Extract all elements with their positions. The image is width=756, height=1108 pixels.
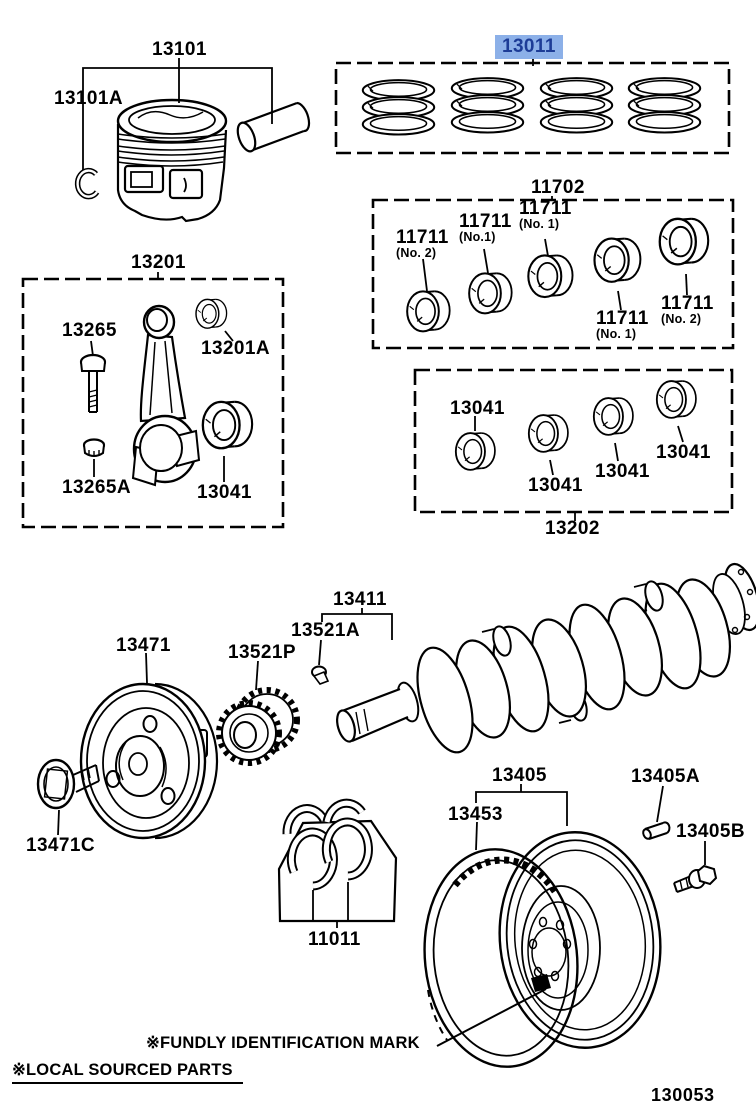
part-label-11711-no2-left: 11711 (No. 2)	[396, 228, 449, 260]
box-13201-connecting-rod	[21, 277, 285, 529]
part-label-13405B: 13405B	[676, 821, 745, 842]
part-label-13202: 13202	[545, 518, 600, 539]
part-number-suffix: (No. 1)	[596, 327, 637, 342]
local-sourced-parts-note: ※LOCAL SOURCED PARTS	[12, 1060, 243, 1084]
box-11702-main-bearings	[371, 198, 735, 350]
part-label-13453: 13453	[448, 804, 503, 825]
part-label-13471C: 13471C	[26, 835, 95, 856]
part-label-13101A: 13101A	[54, 88, 123, 109]
flywheel-bolt-drawing	[673, 864, 718, 893]
thrust-washer-drawing	[277, 798, 398, 923]
part-label-13041-1: 13041	[450, 398, 505, 419]
part-label-13011-highlighted[interactable]: 13011	[495, 35, 563, 60]
woodruff-key-drawing	[311, 665, 330, 685]
pulley-drawing	[79, 682, 219, 840]
part-label-13201A: 13201A	[201, 338, 270, 359]
pulley-bolt-drawing	[36, 758, 100, 810]
connecting-rod-drawing	[131, 304, 201, 487]
piston-drawing	[116, 98, 228, 223]
part-label-13041-rod: 13041	[197, 482, 252, 503]
foundry-mark-note: ※FUNDLY IDENTIFICATION MARK	[146, 1034, 420, 1052]
part-label-13041-3: 13041	[595, 461, 650, 482]
piston-ring-sets-drawing	[361, 76, 702, 136]
part-label-11711-no1-c: 11711 (No. 1)	[596, 309, 649, 341]
part-number-suffix: (No. 2)	[661, 312, 702, 327]
dowel-pin-drawing	[642, 821, 671, 840]
part-label-11711-no1-b: 11711 (No. 1)	[519, 199, 572, 231]
part-label-13471: 13471	[116, 635, 171, 656]
leader-lines	[57, 58, 706, 1047]
rod-bushing-drawing	[195, 298, 228, 329]
part-label-13201: 13201	[131, 252, 186, 273]
ring-gear-drawing	[423, 848, 579, 1068]
sprocket-drawing	[216, 687, 300, 766]
crankshaft-drawing	[336, 562, 756, 754]
part-label-13265A: 13265A	[62, 477, 131, 498]
flywheel-drawing	[498, 831, 662, 1049]
rod-nut-drawing	[82, 438, 106, 457]
part-number: 11711	[459, 211, 512, 232]
part-label-13521A: 13521A	[291, 620, 360, 641]
part-label-13101: 13101	[152, 39, 207, 60]
rod-bearing-single-drawing	[201, 400, 254, 450]
part-label-13405A: 13405A	[631, 766, 700, 787]
part-number: 11711	[596, 308, 649, 329]
part-label-13041-2: 13041	[528, 475, 583, 496]
part-label-11711-no2-right: 11711 (No. 2)	[661, 294, 714, 326]
part-label-13041-4: 13041	[656, 442, 711, 463]
part-label-11711-no1-a: 11711 (No.1)	[459, 212, 512, 244]
diagram-number: 130053	[651, 1085, 715, 1105]
part-label-13521P: 13521P	[228, 642, 296, 663]
part-label-11702: 11702	[531, 177, 585, 198]
part-number: 11711	[396, 227, 449, 248]
part-label-13411: 13411	[333, 589, 387, 610]
part-number-suffix: (No. 2)	[396, 246, 437, 261]
rod-bolt-drawing	[79, 353, 107, 413]
part-number: 11711	[661, 293, 714, 314]
part-label-13265: 13265	[62, 320, 117, 341]
part-number-suffix: (No.1)	[459, 230, 496, 245]
part-label-11011: 11011	[308, 929, 361, 950]
snap-ring-drawing	[74, 167, 100, 200]
box-13202-rod-bearings	[413, 368, 734, 514]
part-label-13405: 13405	[492, 765, 547, 786]
piston-pin-drawing	[236, 101, 311, 153]
part-number-suffix: (No. 1)	[519, 217, 560, 232]
part-number: 11711	[519, 198, 572, 219]
foundry-identification-mark	[531, 974, 551, 992]
